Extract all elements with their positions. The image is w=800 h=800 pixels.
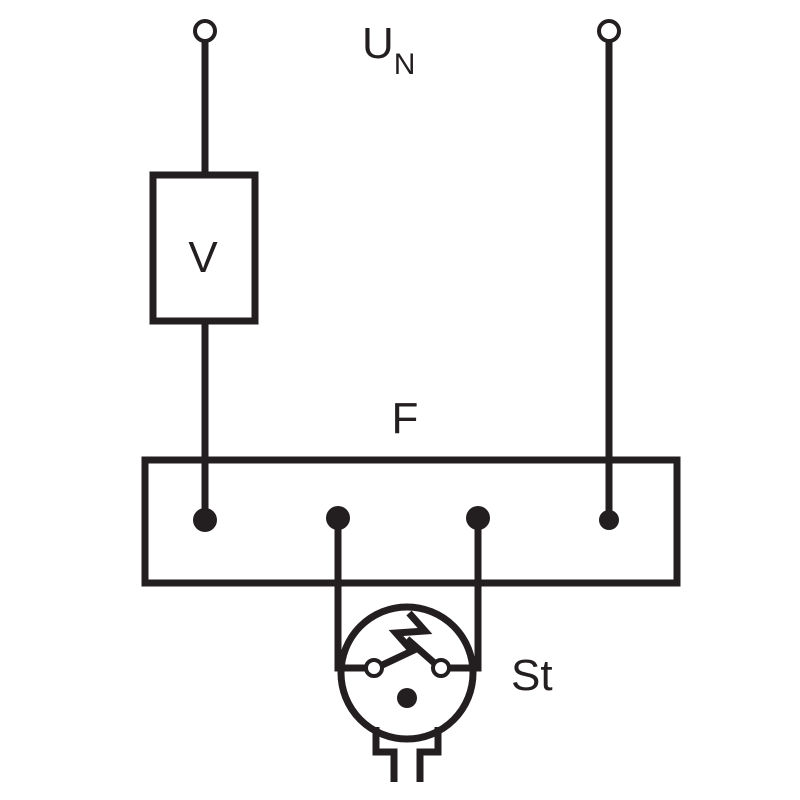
socket-plug-right [416,727,442,782]
f-terminal-1 [193,508,217,532]
socket-st [337,603,477,782]
socket-earth-contact [374,610,433,672]
socket-wire-left [334,518,372,672]
label-voltage-sub: N [394,48,416,81]
label-voltage-main: U [362,19,394,68]
socket-plug-left [372,727,398,782]
f-component-box [141,456,681,587]
socket-wire-right [442,518,482,672]
label-v: V [188,233,218,282]
f-terminal-4 [599,510,619,530]
socket-center-dot [397,688,417,708]
socket-body [337,603,477,743]
socket-pin-left [364,658,384,678]
right-supply-terminal [597,19,621,43]
label-f: F [392,394,419,443]
left-supply-terminal [193,19,217,43]
label-voltage: UN [362,19,415,81]
label-st: St [511,651,553,700]
socket-pin-right [431,658,451,678]
